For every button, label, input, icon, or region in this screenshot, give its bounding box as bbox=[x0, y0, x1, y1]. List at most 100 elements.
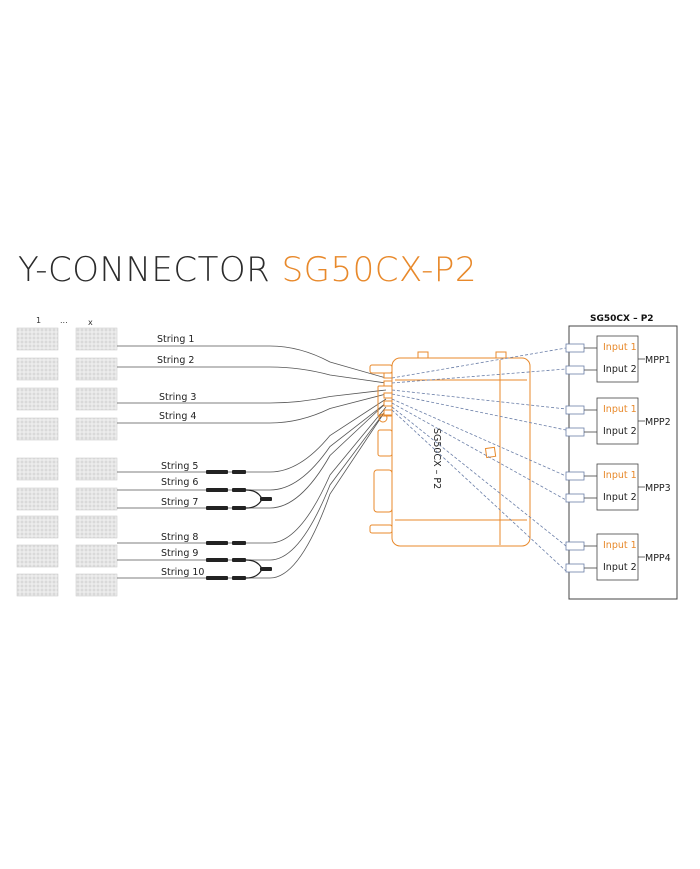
title-part-1: Y-CONNECTOR bbox=[18, 250, 271, 290]
mpp-terminal bbox=[565, 365, 585, 375]
string-wire bbox=[117, 406, 387, 544]
string-label: String 2 bbox=[157, 355, 194, 366]
mpp-name: MPP3 bbox=[645, 483, 671, 494]
mpp-input-2: Input 2 bbox=[603, 492, 637, 503]
string-wire bbox=[117, 398, 387, 473]
mppt-box-title: SG50CX – P2 bbox=[590, 314, 654, 324]
panel-header-first: 1 bbox=[36, 316, 41, 325]
mppt-box bbox=[568, 325, 678, 600]
solar-panel bbox=[16, 457, 59, 481]
dashed-link bbox=[391, 368, 567, 384]
connector-plug bbox=[232, 576, 246, 580]
solar-panel bbox=[16, 544, 59, 568]
panel-header-dots: ... bbox=[60, 316, 68, 325]
connector-plug bbox=[260, 567, 272, 571]
dashed-link bbox=[391, 347, 567, 379]
solar-panel bbox=[75, 573, 118, 597]
mpp-input-2: Input 2 bbox=[603, 426, 637, 437]
string-label: String 7 bbox=[161, 497, 198, 508]
connector-plug bbox=[206, 488, 228, 492]
string-label: String 3 bbox=[159, 392, 196, 403]
dashed-link bbox=[391, 406, 567, 547]
mpp-input-1: Input 1 bbox=[603, 470, 637, 481]
connector-plug bbox=[232, 541, 246, 545]
connector-plug bbox=[232, 470, 246, 474]
mpp-terminal bbox=[565, 541, 585, 551]
solar-panel bbox=[16, 357, 59, 381]
string-wire bbox=[117, 409, 387, 579]
solar-panel bbox=[75, 487, 118, 511]
solar-panel bbox=[16, 387, 59, 411]
string-label: String 8 bbox=[161, 532, 198, 543]
mpp-group: Input 1 Input 2 MPP1 bbox=[565, 335, 671, 383]
solar-panel bbox=[75, 515, 118, 539]
dashed-link bbox=[391, 389, 567, 410]
mpp-name: MPP1 bbox=[645, 355, 671, 366]
y-split bbox=[245, 559, 263, 579]
mpp-terminal bbox=[565, 427, 585, 437]
mpp-terminal bbox=[565, 405, 585, 415]
string-label: String 10 bbox=[161, 567, 204, 578]
connector-plug bbox=[232, 488, 246, 492]
solar-panel bbox=[75, 327, 118, 351]
mpp-group: Input 1 Input 2 MPP3 bbox=[565, 463, 671, 511]
mpp-terminal bbox=[565, 343, 585, 353]
connector-plug bbox=[206, 576, 228, 580]
page-title: Y-CONNECTOR SG50CX-P2 bbox=[18, 250, 477, 290]
solar-panel bbox=[75, 417, 118, 441]
solar-panel bbox=[16, 417, 59, 441]
solar-panel bbox=[16, 515, 59, 539]
string-wires bbox=[117, 345, 387, 579]
connector-plug bbox=[260, 497, 272, 501]
mpp-terminal bbox=[565, 493, 585, 503]
mpp-terminal bbox=[565, 563, 585, 573]
connector-plug bbox=[206, 541, 228, 545]
dashed-connections bbox=[391, 347, 567, 572]
dashed-link bbox=[391, 398, 567, 477]
mpp-name: MPP2 bbox=[645, 417, 671, 428]
solar-panel bbox=[75, 357, 118, 381]
connector-plug bbox=[206, 470, 228, 474]
string-wire bbox=[117, 409, 387, 561]
connector-plug bbox=[232, 558, 246, 562]
y-split bbox=[245, 489, 263, 509]
mpp-input-1: Input 1 bbox=[603, 342, 637, 353]
string-label: String 6 bbox=[161, 477, 198, 488]
dashed-link bbox=[391, 402, 567, 501]
mpp-input-2: Input 2 bbox=[603, 562, 637, 573]
string-label: String 9 bbox=[161, 548, 198, 559]
title-part-2: SG50CX-P2 bbox=[281, 250, 477, 290]
inverter-label: SG50CX – P2 bbox=[431, 428, 442, 489]
y-connector bbox=[206, 470, 272, 510]
solar-panel bbox=[75, 387, 118, 411]
string-wire bbox=[117, 389, 387, 404]
solar-panel-array bbox=[16, 327, 118, 597]
y-connectors bbox=[206, 470, 272, 580]
solar-panel bbox=[16, 327, 59, 351]
string-wire bbox=[117, 366, 387, 384]
inverter bbox=[369, 351, 531, 547]
mpp-name: MPP4 bbox=[645, 553, 671, 564]
string-wire bbox=[117, 345, 387, 379]
connector-plug bbox=[206, 506, 228, 510]
mpp-terminal bbox=[565, 471, 585, 481]
mpp-input-2: Input 2 bbox=[603, 364, 637, 375]
connector-plug bbox=[232, 506, 246, 510]
connector-plug bbox=[206, 558, 228, 562]
mpp-input-1: Input 1 bbox=[603, 540, 637, 551]
solar-panel bbox=[75, 544, 118, 568]
solar-panel bbox=[16, 573, 59, 597]
mpp-group: Input 1 Input 2 MPP4 bbox=[565, 533, 671, 581]
solar-panel bbox=[16, 487, 59, 511]
string-label: String 4 bbox=[159, 411, 196, 422]
string-label: String 1 bbox=[157, 334, 194, 345]
mpp-group: Input 1 Input 2 MPP2 bbox=[565, 397, 671, 445]
dashed-link bbox=[391, 409, 567, 572]
panel-header-last: x bbox=[88, 318, 93, 327]
string-wire bbox=[117, 393, 387, 424]
string-wire bbox=[117, 402, 387, 509]
mpp-input-1: Input 1 bbox=[603, 404, 637, 415]
